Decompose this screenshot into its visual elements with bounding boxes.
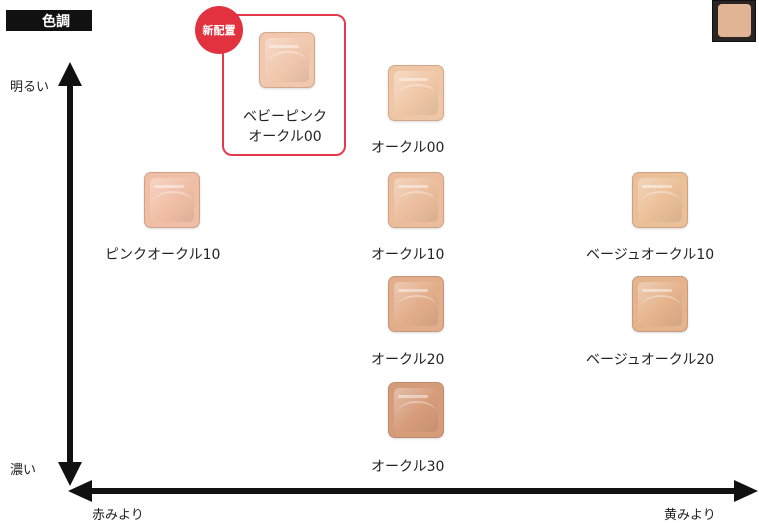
y-axis-top-label: 明るい: [10, 80, 50, 95]
horizontal-axis-arrow-left: [68, 480, 92, 502]
shade-label-ochre-10: オークル10: [371, 247, 445, 263]
vertical-axis-arrow-down: [58, 462, 82, 486]
compact-swatch-beige-ochre-20[interactable]: [632, 276, 688, 332]
new-placement-frame: [222, 14, 346, 156]
compact-swatch-ochre-10[interactable]: [388, 172, 444, 228]
shade-name-line1: ベビーピンク: [243, 109, 327, 125]
shade-name-line2: オークル00: [248, 129, 322, 145]
y-axis-bottom-label: 濃い: [10, 463, 37, 478]
compact-swatch-baby-pink-ochre-00[interactable]: [259, 32, 315, 88]
shade-label-ochre-00: オークル00: [371, 140, 445, 156]
shade-label-baby-pink-ochre-00: ベビーピンク オークル00: [233, 107, 337, 147]
shade-label-ochre-20: オークル20: [371, 352, 445, 368]
product-thumbnail[interactable]: [712, 0, 756, 42]
header-title: 色調: [42, 13, 70, 30]
x-axis-right-label: 黄みより: [664, 508, 716, 523]
shade-label-ochre-30: オークル30: [371, 459, 445, 475]
x-axis-left-label: 赤みより: [92, 508, 144, 523]
vertical-axis-arrow-up: [58, 62, 82, 86]
compact-swatch-ochre-00[interactable]: [388, 65, 444, 121]
shade-label-pink-ochre-10: ピンクオークル10: [105, 247, 221, 263]
horizontal-axis-arrow-right: [734, 480, 758, 502]
thumbnail-compact: [718, 4, 751, 37]
shade-label-beige-ochre-10: ベージュオークル10: [586, 247, 715, 263]
new-placement-badge: 新配置: [195, 6, 243, 54]
compact-swatch-ochre-30[interactable]: [388, 382, 444, 438]
color-tone-header: 色調: [6, 10, 92, 31]
compact-swatch-beige-ochre-10[interactable]: [632, 172, 688, 228]
compact-swatch-pink-ochre-10[interactable]: [144, 172, 200, 228]
compact-swatch-ochre-20[interactable]: [388, 276, 444, 332]
shade-label-beige-ochre-20: ベージュオークル20: [586, 352, 715, 368]
new-placement-label: 新配置: [202, 24, 236, 37]
